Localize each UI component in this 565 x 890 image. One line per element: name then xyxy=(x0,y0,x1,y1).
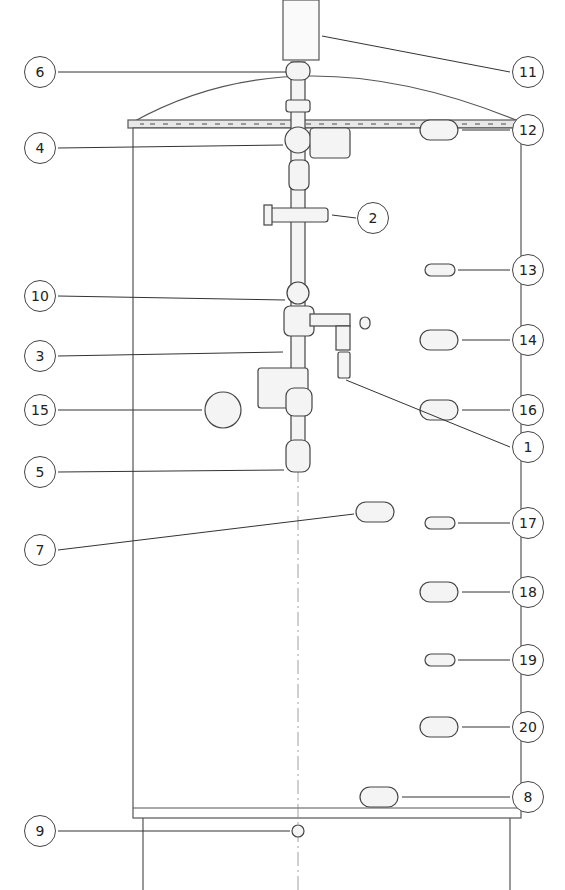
callout-circle: 1 xyxy=(512,431,544,463)
callout-number: 9 xyxy=(36,824,45,838)
callout-number: 11 xyxy=(519,65,537,79)
callout-number: 10 xyxy=(31,289,49,303)
callout-circle: 17 xyxy=(512,507,544,539)
callout-circle: 13 xyxy=(512,254,544,286)
callout-number: 3 xyxy=(36,349,45,363)
callout-number: 16 xyxy=(519,403,537,417)
callout-circle: 6 xyxy=(24,56,56,88)
callout-number: 4 xyxy=(36,141,45,155)
callout-circle: 2 xyxy=(357,202,389,234)
callout-number: 1 xyxy=(524,440,533,454)
callout-number: 8 xyxy=(524,790,533,804)
callout-circle: 3 xyxy=(24,340,56,372)
callout-number: 2 xyxy=(369,211,378,225)
callout-number: 6 xyxy=(36,65,45,79)
callout-number: 12 xyxy=(519,123,537,137)
callout-circle: 10 xyxy=(24,280,56,312)
callout-circle: 11 xyxy=(512,56,544,88)
callout-number: 17 xyxy=(519,516,537,530)
callout-number: 13 xyxy=(519,263,537,277)
callout-circle: 18 xyxy=(512,576,544,608)
callout-number: 14 xyxy=(519,333,537,347)
callout-circle: 12 xyxy=(512,114,544,146)
callout-circle: 16 xyxy=(512,394,544,426)
callout-number: 15 xyxy=(31,403,49,417)
callout-circle: 4 xyxy=(24,132,56,164)
callout-circle: 15 xyxy=(24,394,56,426)
callout-circle: 20 xyxy=(512,711,544,743)
callout-number: 7 xyxy=(36,543,45,557)
callout-number: 19 xyxy=(519,653,537,667)
callout-circle: 14 xyxy=(512,324,544,356)
callout-circle: 19 xyxy=(512,644,544,676)
callout-number: 18 xyxy=(519,585,537,599)
callout-circle: 9 xyxy=(24,815,56,847)
callout-number: 20 xyxy=(519,720,537,734)
callout-circle: 7 xyxy=(24,534,56,566)
callout-circle: 8 xyxy=(512,781,544,813)
callout-circle: 5 xyxy=(24,456,56,488)
callout-number: 5 xyxy=(36,465,45,479)
